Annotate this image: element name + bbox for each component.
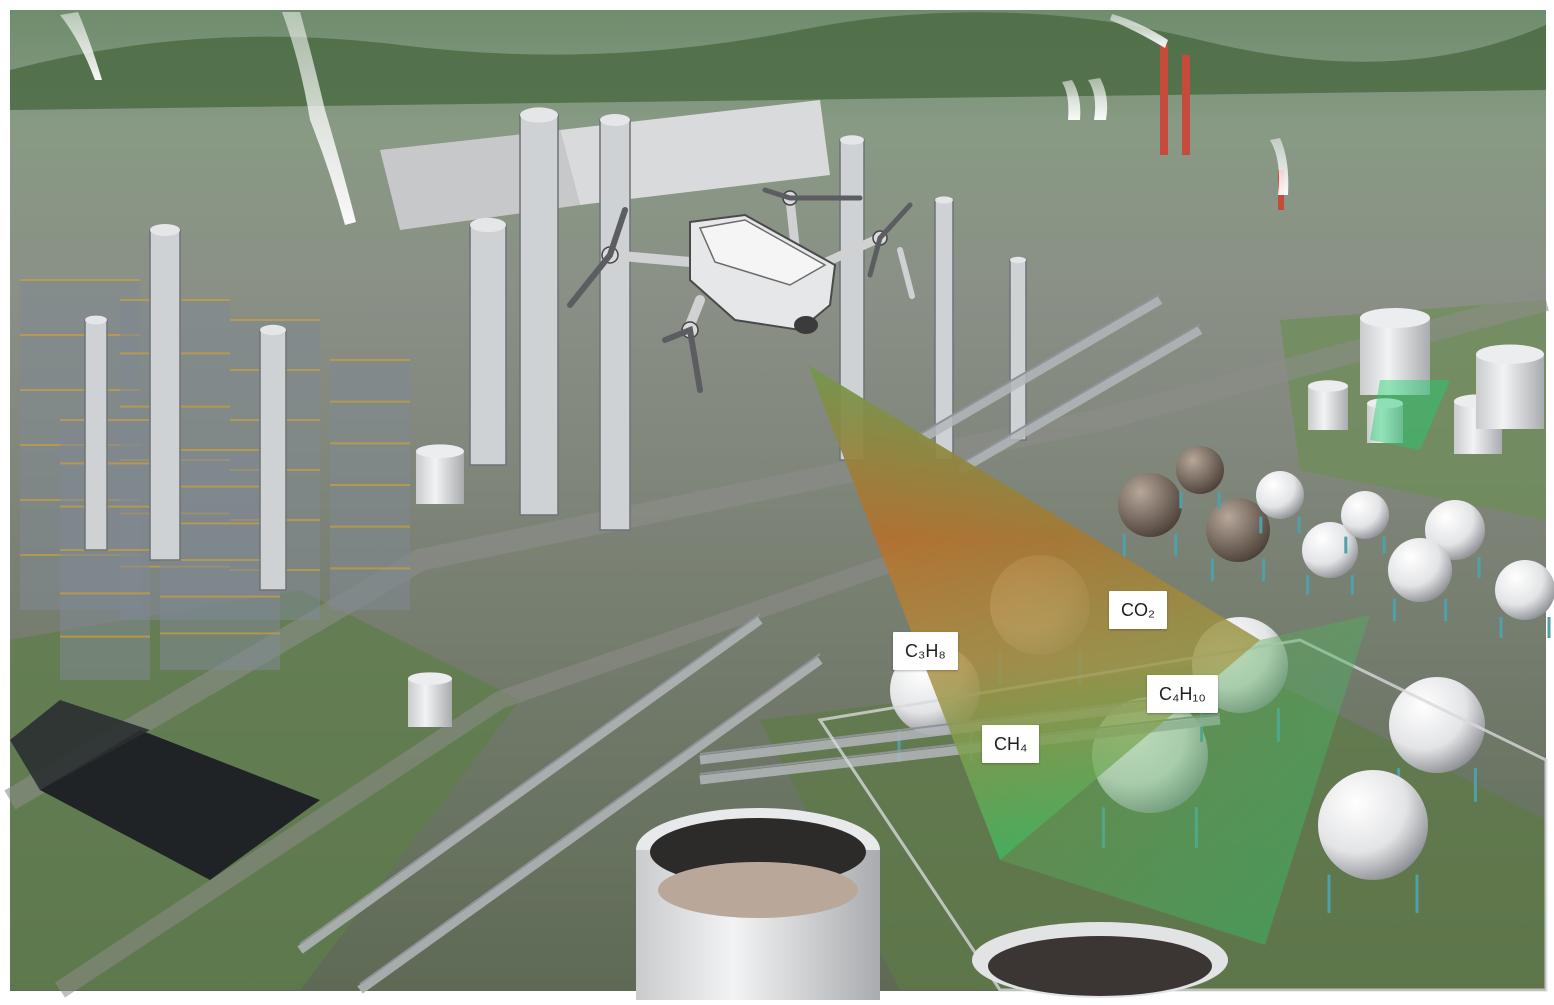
- tank-roof: [1367, 398, 1403, 409]
- spherical-gas-tank: [1389, 677, 1485, 773]
- distillation-column: [259, 329, 287, 591]
- chimney-stack: [1182, 55, 1190, 155]
- column-top: [150, 224, 180, 236]
- gas-label-c4h10: C₄H₁₀: [1147, 675, 1218, 713]
- distillation-column: [1009, 259, 1027, 441]
- foreground-storage-tank-2: [972, 922, 1228, 998]
- gas-label-co2: CO₂: [1109, 591, 1167, 629]
- pipe-rack: [357, 656, 823, 994]
- spherical-gas-tank: [1495, 560, 1554, 620]
- distillation-column: [519, 114, 559, 516]
- vertical-storage-tank: [1476, 354, 1544, 429]
- spherical-gas-tank: [1388, 538, 1452, 602]
- smoke-plume-3: [1110, 14, 1168, 48]
- column-top: [600, 114, 630, 126]
- smoke-plume-1: [60, 12, 102, 80]
- vertical-storage-tank: [1367, 403, 1403, 443]
- column-top: [1010, 256, 1026, 264]
- quadcopter-drone-icon: [567, 187, 915, 393]
- spherical-gas-tank: [1302, 522, 1358, 578]
- gas-label-c3h8: C₃H₈: [893, 632, 958, 670]
- tank-roof: [1476, 344, 1544, 364]
- tank-roof: [408, 672, 452, 685]
- pipe-line: [959, 323, 1201, 465]
- spherical-gas-tank: [1256, 471, 1304, 519]
- distillation-column: [149, 229, 181, 561]
- steam-plume-4: [1062, 80, 1081, 120]
- spherical-gas-tank: [1206, 498, 1270, 562]
- tank-roof: [1308, 380, 1348, 392]
- sensor-beam-spill: [1370, 380, 1450, 450]
- steam-plume-6: [1270, 138, 1289, 195]
- column-top: [470, 217, 506, 233]
- column-top: [260, 324, 286, 336]
- distillation-column: [599, 119, 631, 531]
- spherical-gas-tank: [1176, 446, 1224, 494]
- distillation-column: [469, 224, 507, 466]
- vertical-storage-tank: [1308, 386, 1348, 430]
- pipe-rack: [957, 326, 1203, 474]
- column-top: [520, 107, 558, 123]
- tank-roof: [1360, 308, 1430, 328]
- pipe-line: [359, 653, 821, 985]
- spherical-gas-tank: [1341, 491, 1389, 539]
- foreground-storage-tank: [636, 808, 880, 1000]
- vertical-storage-tank: [408, 678, 452, 727]
- pipe-rack: [917, 296, 1163, 444]
- gas-label-ch4: CH₄: [982, 725, 1040, 763]
- smoke-plume-2: [282, 12, 356, 225]
- steam-plume-5: [1088, 78, 1108, 120]
- road-main: [4, 289, 1549, 810]
- road-lower: [55, 551, 903, 998]
- pipe-line: [299, 613, 761, 945]
- water-basin-small: [10, 700, 150, 790]
- spherical-gas-tank: [1425, 500, 1485, 560]
- column-top: [85, 315, 107, 325]
- column-top: [935, 196, 953, 204]
- vertical-storage-tank: [1360, 318, 1430, 395]
- tank-roof: [416, 444, 464, 459]
- spherical-gas-tank: [1118, 473, 1182, 537]
- column-top: [840, 135, 864, 145]
- chimney-stack: [1160, 45, 1168, 155]
- pipe-rack: [297, 616, 763, 954]
- distillation-column: [84, 319, 108, 551]
- sensor-beam-footprint: [808, 365, 1370, 945]
- pipe-line: [919, 293, 1161, 435]
- vertical-storage-tank: [416, 451, 464, 504]
- spherical-gas-tank: [1318, 770, 1428, 880]
- water-basin: [40, 730, 320, 880]
